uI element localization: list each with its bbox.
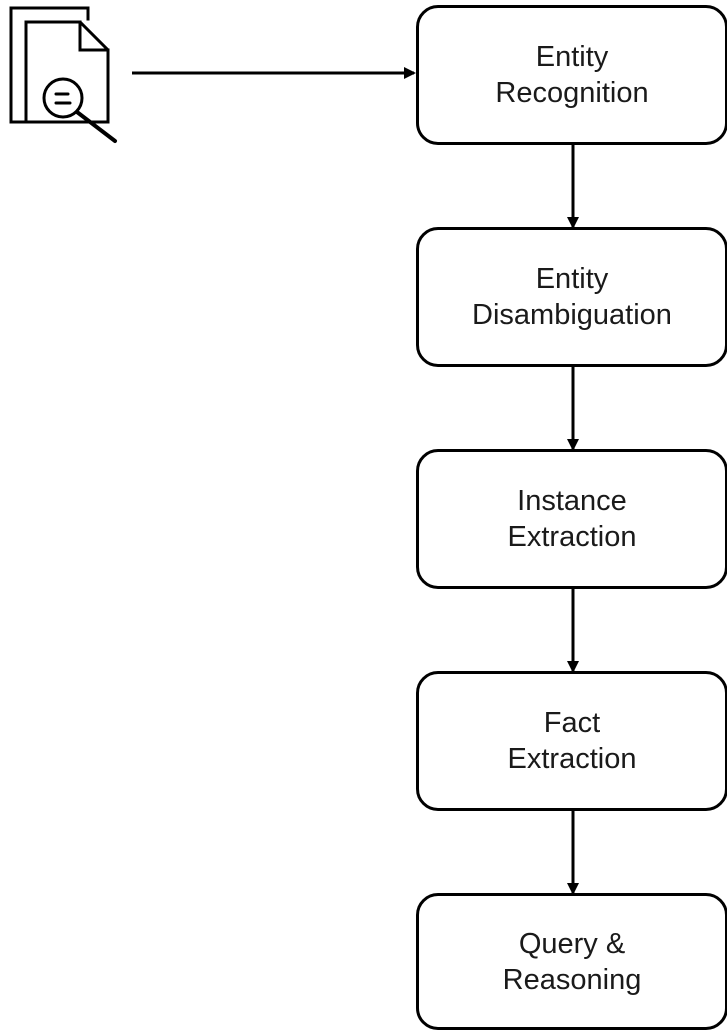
node-label-line1: Entity <box>535 263 609 295</box>
node-label-line1: Instance <box>517 485 627 517</box>
entity-disambiguation-node: Entity Disambiguation <box>416 227 727 367</box>
node-label-line1: Query & <box>518 927 626 960</box>
query-reasoning-node: Query & Reasoning <box>416 893 727 1030</box>
entity-recognition-node: Entity Recognition <box>416 5 727 145</box>
node-label-line2: Disambiguation <box>472 299 672 331</box>
fact-extraction-node: Fact Extraction <box>416 671 727 811</box>
node-label-line1: Entity <box>535 41 609 73</box>
node-label-line1: Fact <box>543 707 601 739</box>
node-label-line2: Reasoning <box>502 963 642 996</box>
instance-extraction-node: Instance Extraction <box>416 449 727 589</box>
node-label-line2: Extraction <box>507 743 637 775</box>
document-search-icon <box>9 6 117 143</box>
node-label-line2: Extraction <box>507 521 637 553</box>
node-label-line2: Recognition <box>495 77 649 109</box>
